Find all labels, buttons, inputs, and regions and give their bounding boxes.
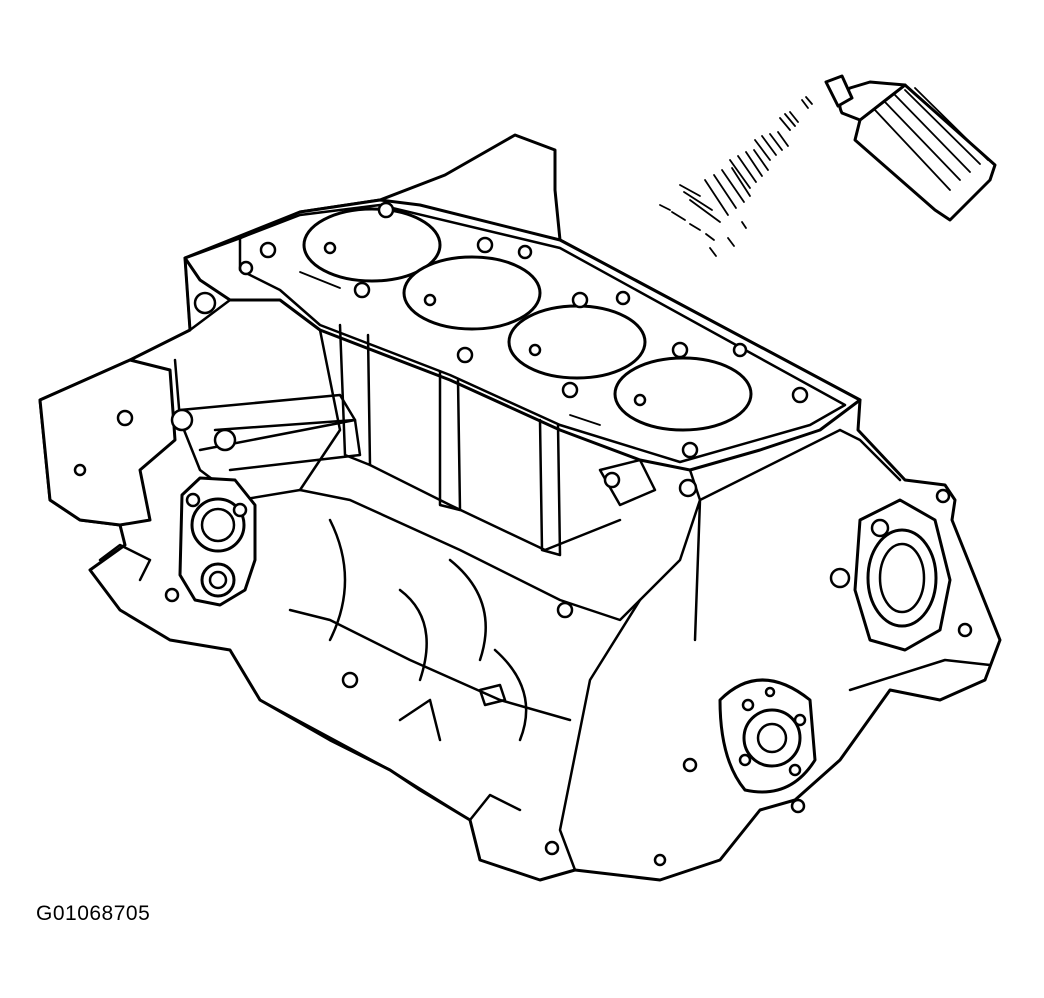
main-bearing-saddles xyxy=(328,518,574,742)
front-face xyxy=(173,256,342,502)
cylinder-bore-1 xyxy=(302,207,442,283)
cylinder-bore-2 xyxy=(402,255,542,331)
crankshaft-flange xyxy=(718,678,817,794)
engine-block xyxy=(38,133,1002,882)
figure-id-label: G01068705 xyxy=(36,902,151,925)
crankcase-skirt xyxy=(258,488,642,822)
pan-rail-bosses xyxy=(98,543,522,822)
front-cover-housing xyxy=(38,358,177,527)
can-body xyxy=(853,83,997,222)
cylinder-ribs xyxy=(338,323,622,557)
cylinder-bore-3 xyxy=(507,304,647,380)
cylinder-bore-4 xyxy=(613,356,753,432)
rear-flange xyxy=(558,428,902,872)
can-nozzle xyxy=(824,74,854,108)
head-bolt-holes xyxy=(238,201,809,459)
spray-can xyxy=(824,74,997,222)
spray-mist xyxy=(659,96,813,257)
timing-housing xyxy=(544,488,992,867)
water-pump-boss xyxy=(178,476,257,607)
